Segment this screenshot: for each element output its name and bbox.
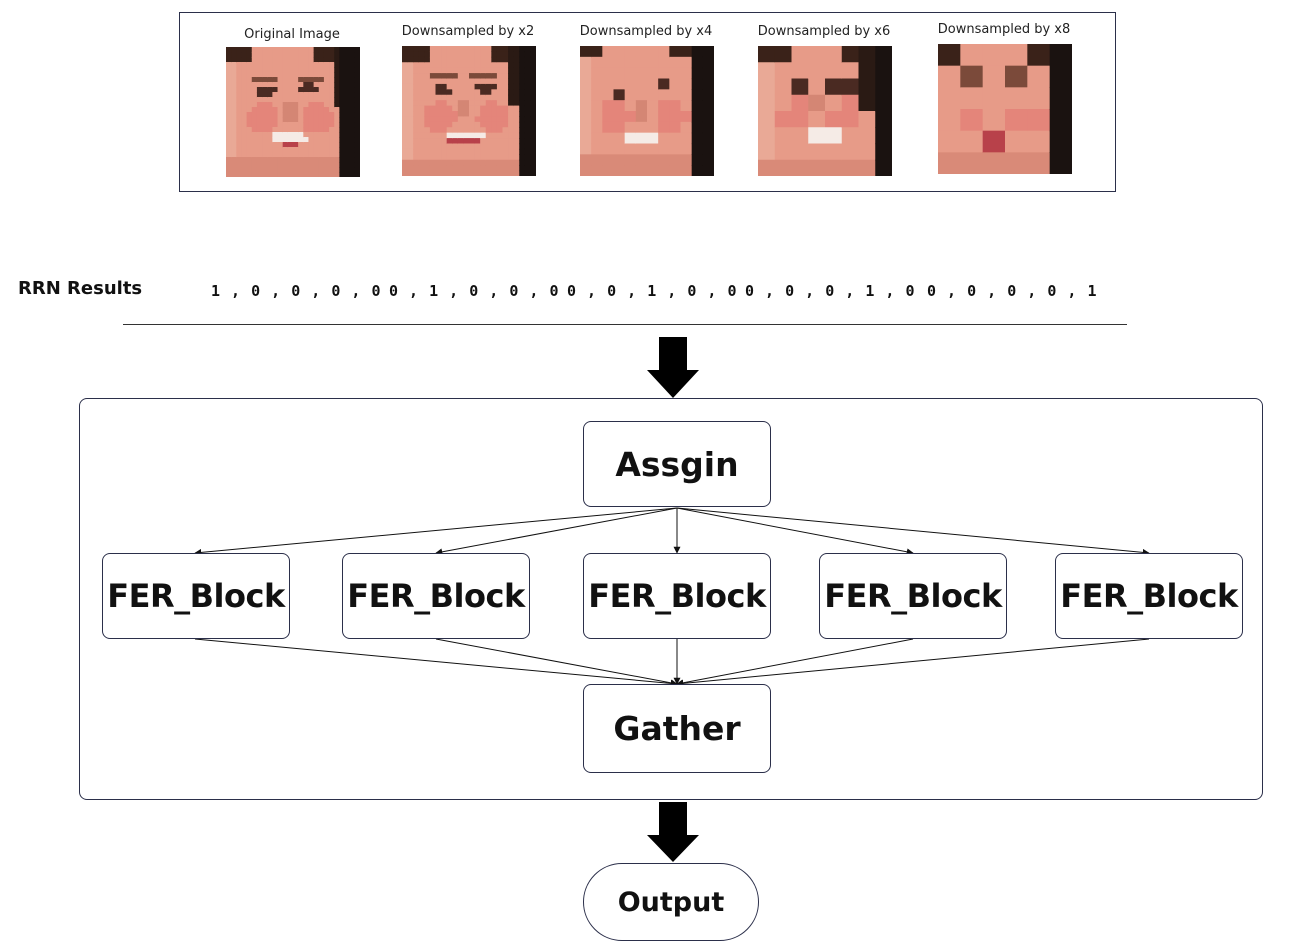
fer-block-3: FER_Block [583, 553, 771, 639]
image-strip-panel [179, 12, 1116, 192]
edge-block-1-gather [194, 638, 678, 687]
fer-block-2: FER_Block [342, 553, 530, 639]
rrn-value-x2: 0 , 1 , 0 , 0 , 0 [389, 282, 560, 300]
face-pixels [226, 47, 360, 177]
down-arrow-to-pipeline [647, 337, 699, 398]
thumb-original: Original Image [222, 24, 362, 184]
rrn-value-x8: 0 , 0 , 0 , 0 , 1 [927, 282, 1098, 300]
face-pixels [758, 46, 892, 176]
rrn-value-x6: 0 , 0 , 0 , 1 , 0 [745, 282, 916, 300]
edge-block-5-gather [676, 638, 1150, 687]
rrn-value-x4: 0 , 0 , 1 , 0 , 0 [567, 282, 738, 300]
thumb-downsampled-x2: Downsampled by x2 [398, 24, 538, 184]
rrn-value-original: 1 , 0 , 0 , 0 , 0 [211, 282, 382, 300]
pipeline-frame [79, 398, 1263, 800]
face-pixels [938, 44, 1072, 174]
fer-block-4: FER_Block [819, 553, 1007, 639]
thumb-downsampled-x4: Downsampled by x4 [576, 24, 716, 184]
gather-node: Gather [583, 684, 771, 773]
face-image [758, 46, 892, 176]
face-image [226, 47, 360, 177]
output-node: Output [583, 863, 759, 941]
rrn-results-title: RRN Results [18, 278, 143, 299]
edge-assign-block-4 [676, 507, 914, 556]
thumb-label: Downsampled by x2 [401, 24, 535, 39]
edge-assign-block-2 [435, 507, 678, 556]
face-image [402, 46, 536, 176]
edge-assign-block-1 [194, 507, 678, 556]
edge-block-4-gather [676, 638, 914, 687]
thumb-label: Original Image [244, 27, 340, 42]
face-pixels [580, 46, 714, 176]
edge-block-2-gather [435, 638, 678, 687]
assign-node: Assgin [583, 421, 771, 507]
thumb-label: Downsampled by x6 [757, 24, 891, 39]
thumb-label: Downsampled by x4 [579, 24, 713, 39]
down-arrow-to-output [647, 802, 699, 862]
thumb-downsampled-x6: Downsampled by x6 [754, 24, 894, 184]
thumb-downsampled-x8: Downsampled by x8 [934, 22, 1074, 184]
edge-assign-block-5 [676, 507, 1150, 556]
face-image [580, 46, 714, 176]
face-image [938, 44, 1072, 174]
section-divider [123, 324, 1127, 325]
face-pixels [402, 46, 536, 176]
thumb-label: Downsampled by x8 [937, 22, 1071, 37]
fer-block-5: FER_Block [1055, 553, 1243, 639]
fer-block-1: FER_Block [102, 553, 290, 639]
